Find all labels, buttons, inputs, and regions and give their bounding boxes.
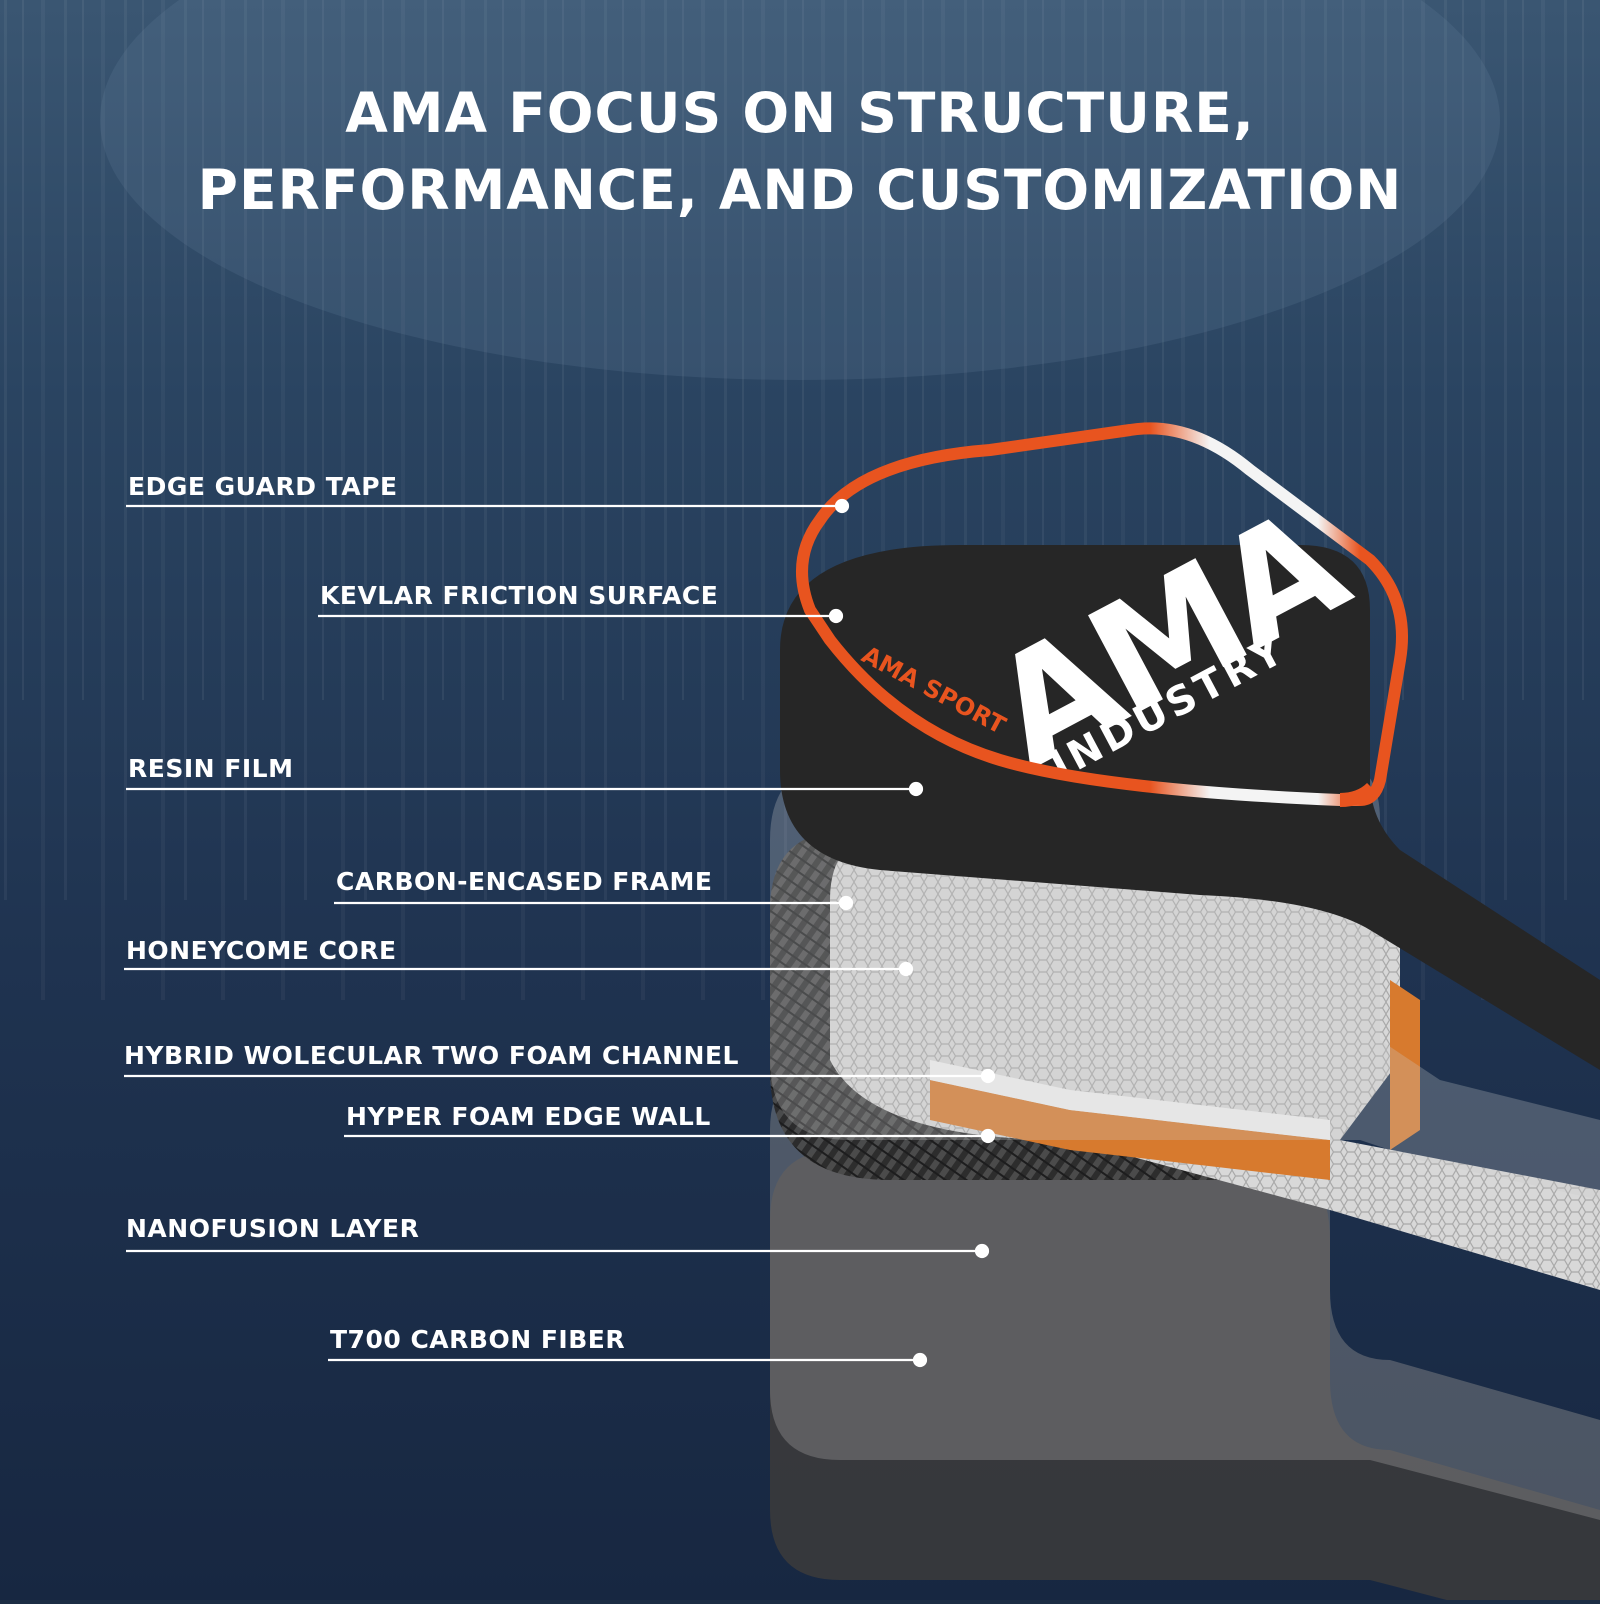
leader-dot-edge-guard-tape	[834, 498, 850, 514]
layer-honeycomb-core	[830, 830, 1600, 1290]
background-glow	[100, 0, 1500, 380]
layer-t700-carbon-fiber	[770, 1150, 1600, 1604]
label-hyper-foam-edge-wall: HYPER FOAM EDGE WALL	[346, 1102, 711, 1131]
leader-lines	[124, 498, 996, 1368]
layer-kevlar-friction-surface: AMA INDUSTRY AMA SPORT	[780, 475, 1600, 1070]
label-nanofusion-layer: NANOFUSION LAYER	[126, 1214, 420, 1243]
leader-dot-nanofusion-layer	[974, 1243, 990, 1259]
title-line-2: PERFORMANCE, AND CUSTOMIZATION	[197, 158, 1403, 222]
label-kevlar-friction-surface: KEVLAR FRICTION SURFACE	[320, 581, 719, 610]
leader-dot-resin-film	[908, 781, 924, 797]
label-edge-guard-tape: EDGE GUARD TAPE	[128, 472, 398, 501]
leader-dot-kevlar-friction-surface	[828, 608, 844, 624]
leader-dot-t700-carbon-fiber	[912, 1352, 928, 1368]
leader-dot-honeycome-core	[898, 961, 914, 977]
leader-dot-hybrid-foam-channel	[980, 1068, 996, 1084]
leader-dot-hyper-foam-edge-wall	[980, 1128, 996, 1144]
label-hybrid-foam-channel: HYBRID WOLECULAR TWO FOAM CHANNEL	[124, 1041, 739, 1070]
leader-dot-carbon-encased-frame	[838, 895, 854, 911]
title-line-1: AMA FOCUS ON STRUCTURE,	[345, 81, 1255, 145]
label-resin-film: RESIN FILM	[128, 754, 294, 783]
label-honeycome-core: HONEYCOME CORE	[126, 936, 397, 965]
layer-hyper-foam-edge-wall	[930, 980, 1420, 1180]
layer-edge-guard-tape	[796, 422, 1408, 807]
label-carbon-encased-frame: CARBON-ENCASED FRAME	[336, 867, 713, 896]
label-t700-carbon-fiber: T700 CARBON FIBER	[330, 1325, 626, 1354]
